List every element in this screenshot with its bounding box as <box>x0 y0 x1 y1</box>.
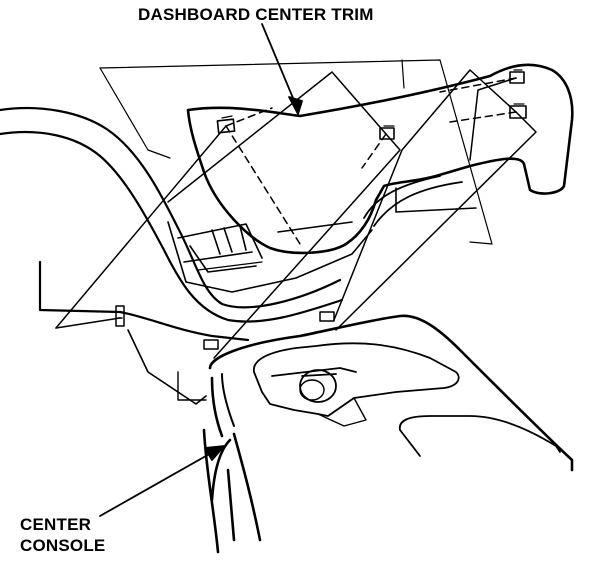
dashboard-body <box>0 106 344 405</box>
dashboard-center-trim-label: DASHBOARD CENTER TRIM <box>138 5 374 24</box>
alignment-guide-lines <box>55 69 537 359</box>
trim-clip <box>509 103 527 119</box>
center-console-armrest-lid <box>398 415 561 457</box>
dashboard-center-opening <box>167 187 477 293</box>
alignment-guide-dashes <box>225 77 517 245</box>
dashboard-background-panel <box>99 59 493 245</box>
center-console-label: CENTER CONSOLE <box>20 514 105 556</box>
cup-holder <box>299 369 337 403</box>
trim-callout-leader-arrow <box>261 23 303 115</box>
center-console-label-line-1: CENTER <box>20 515 92 534</box>
dashboard-slot <box>203 339 219 350</box>
trim-clip <box>216 115 236 134</box>
trim-clip <box>509 69 525 84</box>
console-callout-leader-arrow <box>99 445 225 517</box>
trim-clip <box>379 125 395 140</box>
dashboard-slot <box>115 305 125 327</box>
center-console-top-tray <box>253 342 460 427</box>
center-console-label-line-2: CONSOLE <box>20 536 106 555</box>
dashboard-slot <box>319 311 335 322</box>
dashboard-center-trim <box>186 63 574 255</box>
center-console <box>202 314 574 554</box>
